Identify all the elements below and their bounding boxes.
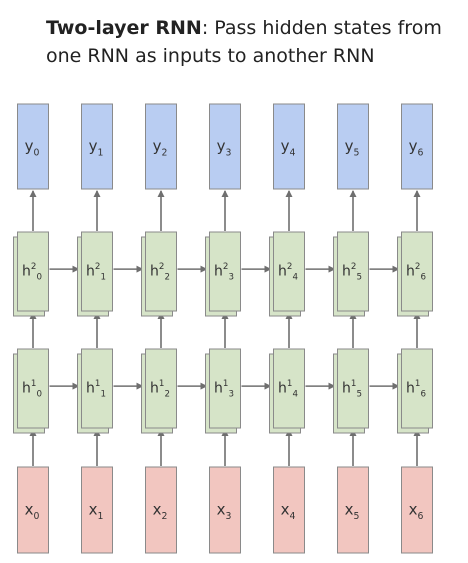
inputs-label-4: x4	[281, 500, 296, 522]
outputs-label-2: y2	[153, 137, 168, 159]
inputs-cell-6	[401, 466, 433, 554]
layer2-label-6: h26	[406, 262, 426, 283]
outputs-label-3: y3	[217, 137, 232, 159]
title-rest: : Pass hidden states from one RNN as inp…	[46, 17, 442, 67]
layer1-cell-4	[273, 348, 305, 429]
layer1-cell-0	[17, 348, 49, 429]
outputs-label-0: y0	[25, 137, 40, 159]
layer1-label-3: h13	[214, 379, 234, 400]
layer1-cell-1	[81, 348, 113, 429]
outputs-label-4: y4	[281, 137, 296, 159]
layer2-cell-2	[145, 231, 177, 312]
layer1-label-4: h14	[278, 379, 298, 400]
diagram-title: Two-layer RNN: Pass hidden states from o…	[46, 14, 456, 70]
inputs-label-5: x5	[345, 500, 360, 522]
layer2-cell-4	[273, 231, 305, 312]
outputs-cell-1	[81, 103, 113, 190]
layer2-cell-0	[17, 231, 49, 312]
inputs-cell-2	[145, 466, 177, 554]
layer1-label-2: h12	[150, 379, 170, 400]
layer1-label-0: h10	[22, 379, 42, 400]
layer1-label-1: h11	[86, 379, 106, 400]
inputs-label-2: x2	[153, 500, 168, 522]
layer2-cell-5	[337, 231, 369, 312]
layer1-label-6: h16	[406, 379, 426, 400]
outputs-cell-3	[209, 103, 241, 190]
layer1-cell-5	[337, 348, 369, 429]
inputs-cell-5	[337, 466, 369, 554]
outputs-cell-4	[273, 103, 305, 190]
layer2-cell-6	[401, 231, 433, 312]
inputs-cell-1	[81, 466, 113, 554]
inputs-cell-0	[17, 466, 49, 554]
layer2-label-2: h22	[150, 262, 170, 283]
outputs-cell-2	[145, 103, 177, 190]
outputs-cell-5	[337, 103, 369, 190]
title-bold: Two-layer RNN	[46, 17, 202, 39]
outputs-label-1: y1	[89, 137, 104, 159]
inputs-label-3: x3	[217, 500, 232, 522]
inputs-cell-3	[209, 466, 241, 554]
inputs-cell-4	[273, 466, 305, 554]
layer2-label-1: h21	[86, 262, 106, 283]
layer1-label-5: h15	[342, 379, 362, 400]
inputs-label-6: x6	[409, 500, 424, 522]
inputs-label-0: x0	[25, 500, 40, 522]
layer2-label-5: h25	[342, 262, 362, 283]
layer1-cell-6	[401, 348, 433, 429]
layer2-label-4: h24	[278, 262, 298, 283]
layer2-cell-3	[209, 231, 241, 312]
layer2-label-0: h20	[22, 262, 42, 283]
layer2-cell-1	[81, 231, 113, 312]
outputs-cell-6	[401, 103, 433, 190]
outputs-label-5: y5	[345, 137, 360, 159]
outputs-label-6: y6	[409, 137, 424, 159]
layer1-cell-3	[209, 348, 241, 429]
layer1-cell-2	[145, 348, 177, 429]
outputs-cell-0	[17, 103, 49, 190]
layer2-label-3: h23	[214, 262, 234, 283]
inputs-label-1: x1	[89, 500, 104, 522]
